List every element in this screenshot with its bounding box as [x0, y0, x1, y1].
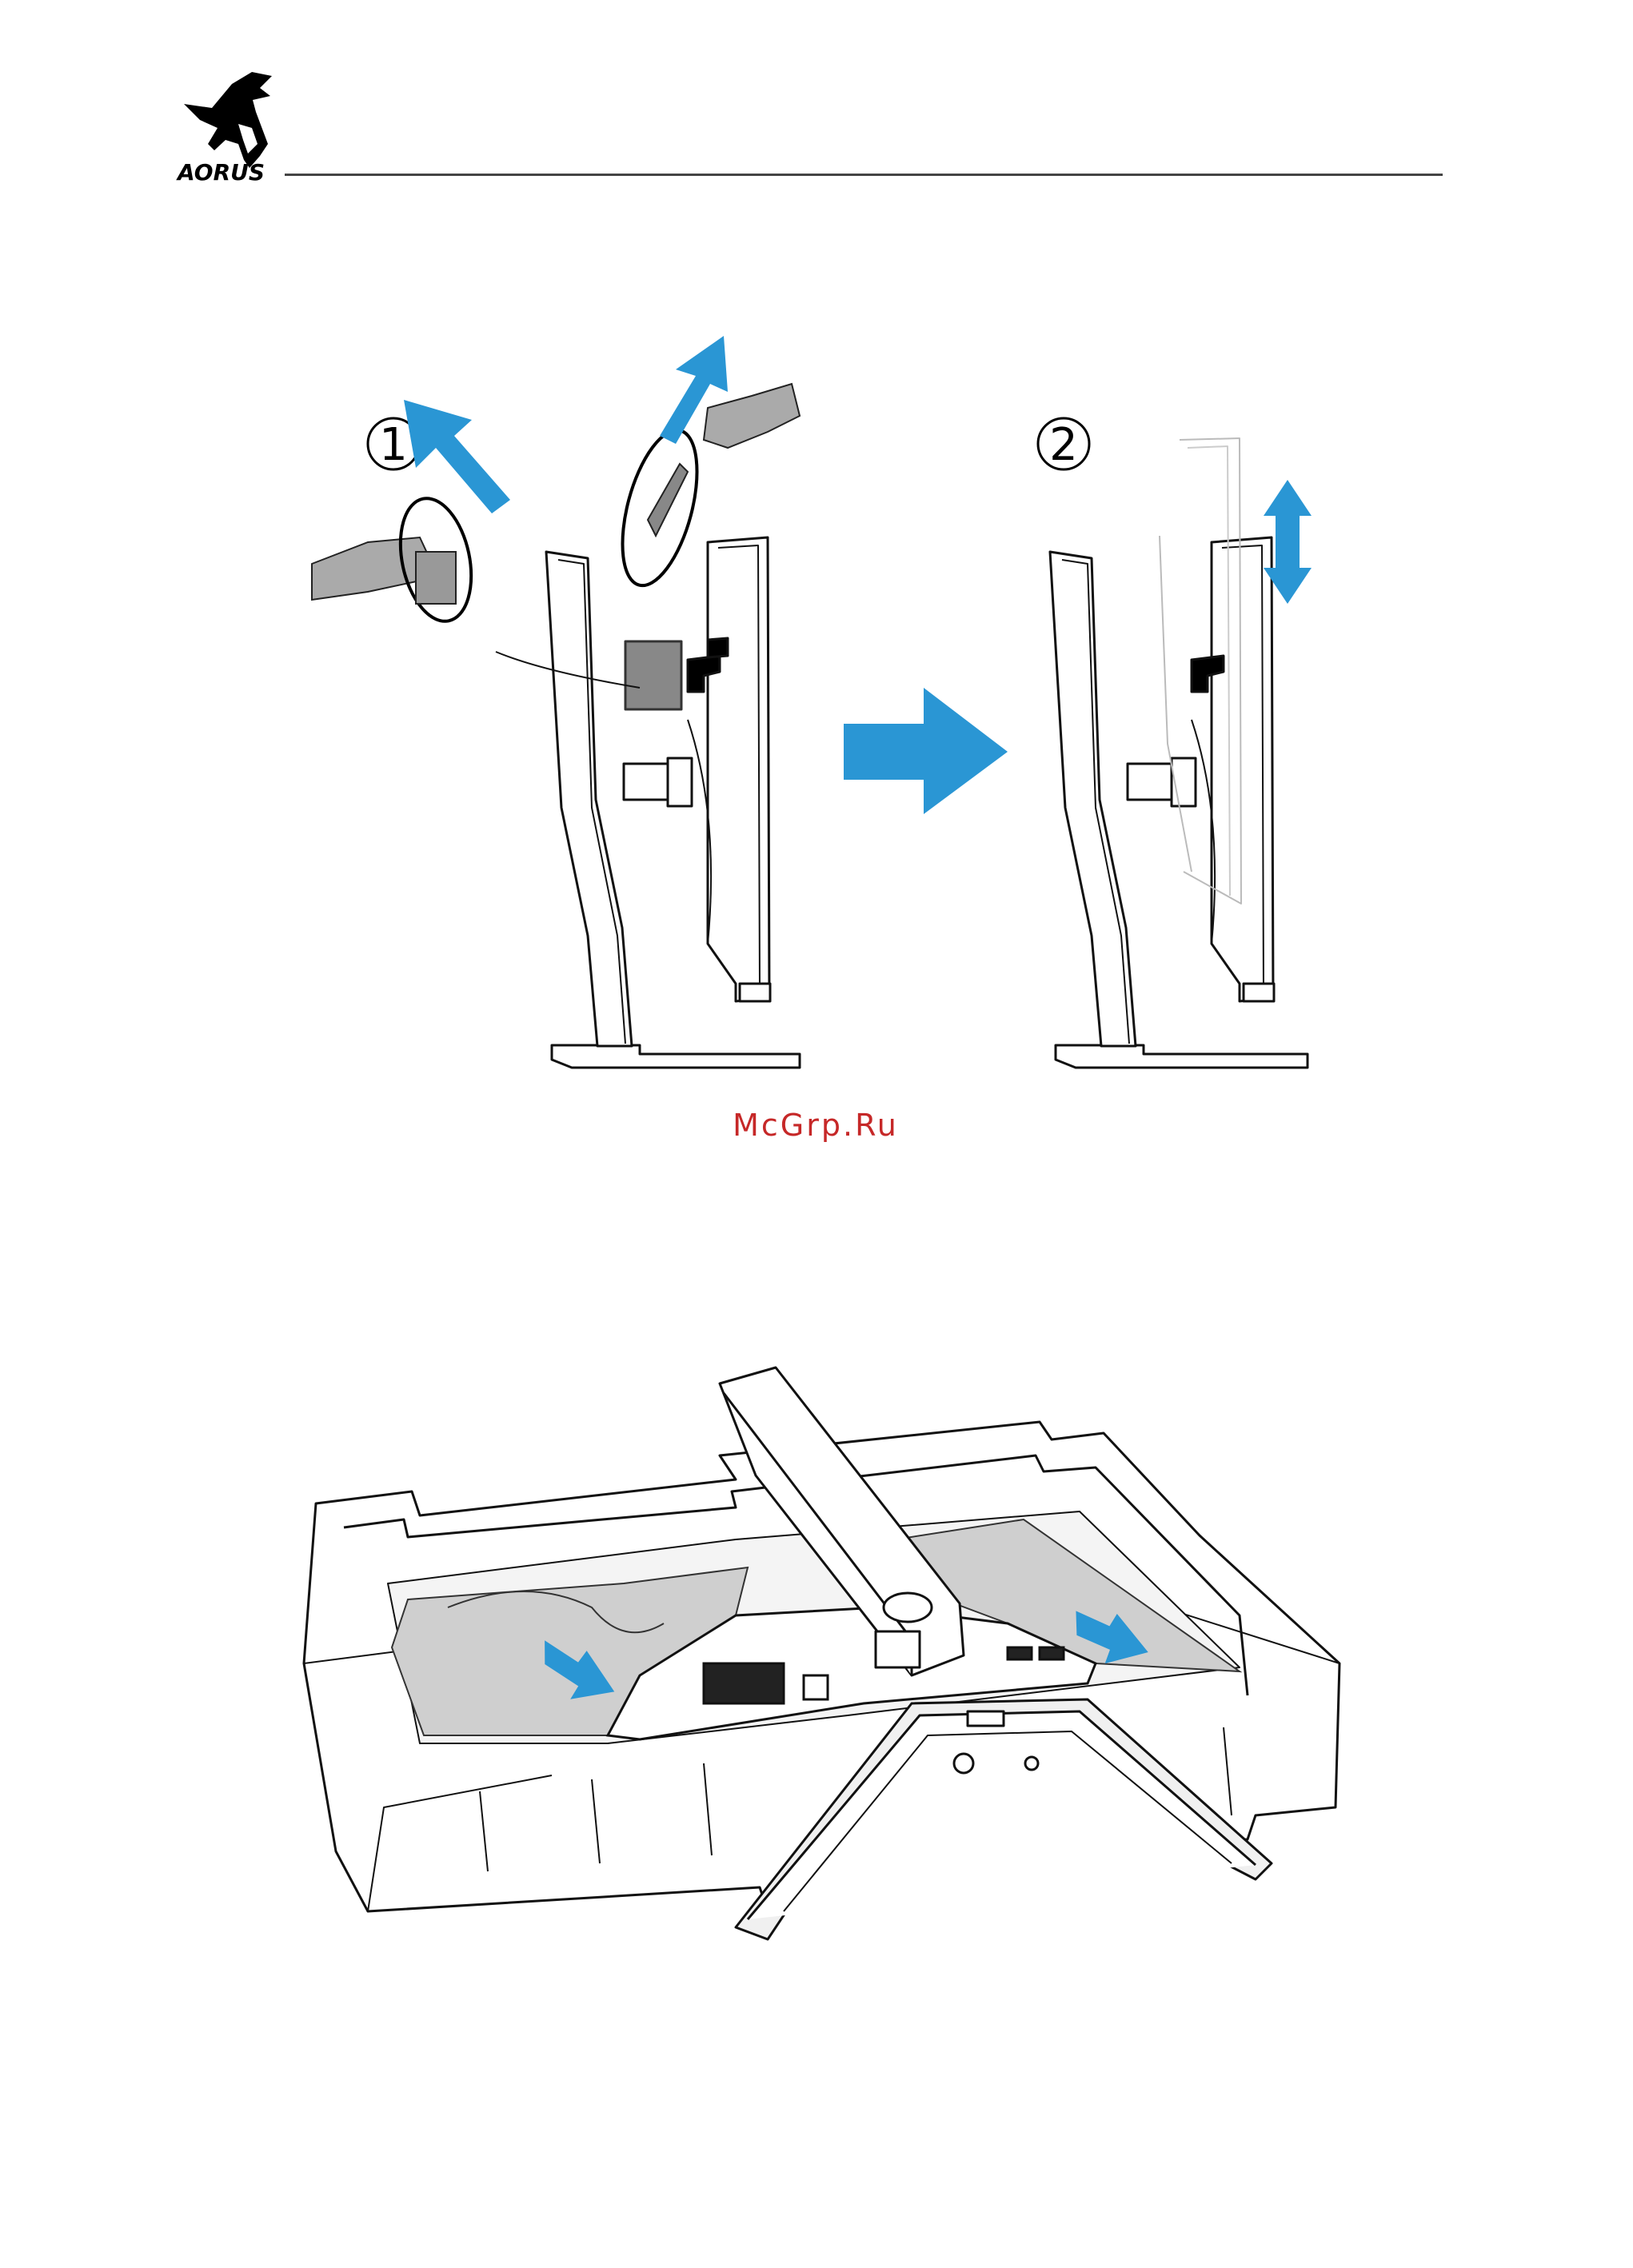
watermark-text: McGrp.Ru — [720, 1108, 912, 1143]
step-2-label: 2 — [1049, 419, 1078, 471]
step-1-label: 1 — [379, 419, 408, 471]
monitor-side-view-2 — [1050, 438, 1308, 1068]
brand-wordmark: AORUS — [176, 159, 265, 184]
hand-peeling-film — [608, 384, 800, 593]
figure-monitor-in-box — [288, 1360, 1391, 1983]
monitor-side-view-1 — [496, 537, 800, 1068]
direction-arrow-up-left — [404, 400, 510, 513]
hand-removing-foam — [312, 492, 481, 628]
step-2-marker: 2 — [1038, 418, 1089, 471]
proceed-arrow-icon — [844, 688, 1008, 814]
aorus-logo: AORUS — [176, 64, 288, 184]
header-rule — [285, 174, 1443, 176]
figure-monitor-side-views: 1 2 — [304, 320, 1344, 1088]
eagle-logo-icon: AORUS — [176, 64, 288, 184]
page-header: AORUS — [0, 0, 1633, 192]
